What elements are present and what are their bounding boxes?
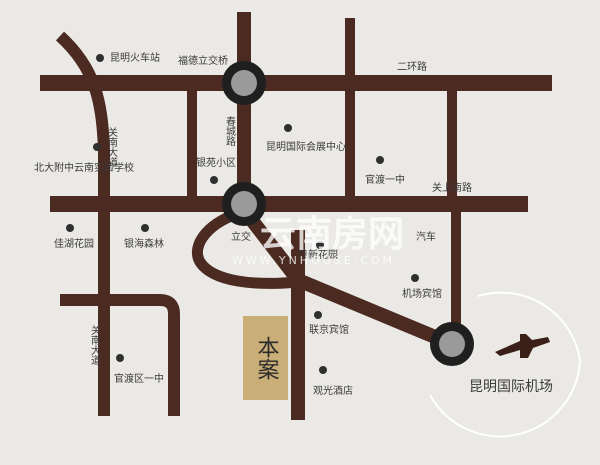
- label-beida-school: 北大附中云南实验学校: [34, 161, 134, 174]
- label-guannan-top: 关南大道: [106, 126, 118, 167]
- poi-yinhai: [141, 224, 149, 232]
- label-yinyuan: 银苑小区: [196, 156, 236, 169]
- poi-guandu-district: [116, 354, 124, 362]
- road-guandu-elbow: [60, 294, 180, 416]
- map-labels: 昆明火车站 福德立交桥 二环路 关南大道 春城路 昆明国际会展中心 北大附中云南…: [34, 51, 553, 397]
- watermark-cn: 云南房网: [260, 214, 404, 255]
- poi-beida-school: [93, 143, 101, 151]
- road-station-curve: [55, 31, 110, 300]
- label-jiahu: 佳湖花园: [54, 237, 94, 250]
- label-lianjing: 联京宾馆: [309, 323, 349, 336]
- label-riyue: 日新花园: [298, 248, 338, 261]
- airport-radius-arc: [477, 291, 581, 361]
- airport-radius-arc-2: [429, 359, 581, 438]
- node-guanshang-interchange: [222, 182, 266, 226]
- poi-lianjing: [314, 311, 322, 319]
- poi-kunming-station: [96, 54, 104, 62]
- label-chuncheng: 春城路: [224, 116, 236, 147]
- poi-yinyuan: [210, 176, 218, 184]
- watermark: 云南房网 WWW.YNHOUSE.COM: [232, 214, 404, 267]
- label-partial-interchange: 立交: [231, 230, 251, 243]
- poi-expo-center: [284, 124, 292, 132]
- label-project: 本案: [254, 336, 280, 380]
- poi-riyue: [316, 241, 324, 249]
- label-partial-right: 汽车: [416, 230, 436, 243]
- label-airport: 昆明国际机场: [469, 379, 553, 395]
- node-airport: [430, 322, 474, 366]
- poi-guanguang: [319, 366, 327, 374]
- road-airport-diagonal: [238, 205, 455, 351]
- poi-guandu-1: [376, 156, 384, 164]
- label-yinhai: 银海森林: [124, 237, 164, 250]
- poi-markers: [66, 54, 419, 374]
- label-guannan-bottom: 关南大道: [89, 324, 101, 365]
- interchange-nodes: [222, 61, 474, 366]
- label-ring2: 二环路: [397, 60, 427, 73]
- road-network: [40, 12, 552, 420]
- node-fude-bridge: [222, 61, 266, 105]
- label-fude-bridge: 福德立交桥: [178, 54, 228, 67]
- label-airport-hotel: 机场宾馆: [402, 287, 442, 300]
- poi-jiahu: [66, 224, 74, 232]
- project-box: [243, 316, 288, 400]
- label-guandu-1: 官渡一中: [365, 173, 405, 186]
- label-guandu-district: 官渡区一中: [114, 372, 164, 385]
- label-guanguang: 观光酒店: [313, 384, 353, 397]
- watermark-url: WWW.YNHOUSE.COM: [232, 254, 395, 267]
- label-kunming-station: 昆明火车站: [110, 51, 160, 64]
- label-expo-center: 昆明国际会展中心: [266, 140, 346, 153]
- road-interchange-loop: [191, 206, 299, 289]
- airplane-icon: [495, 334, 550, 358]
- label-guanshang: 关上南路: [432, 181, 472, 194]
- poi-airport-hotel: [411, 274, 419, 282]
